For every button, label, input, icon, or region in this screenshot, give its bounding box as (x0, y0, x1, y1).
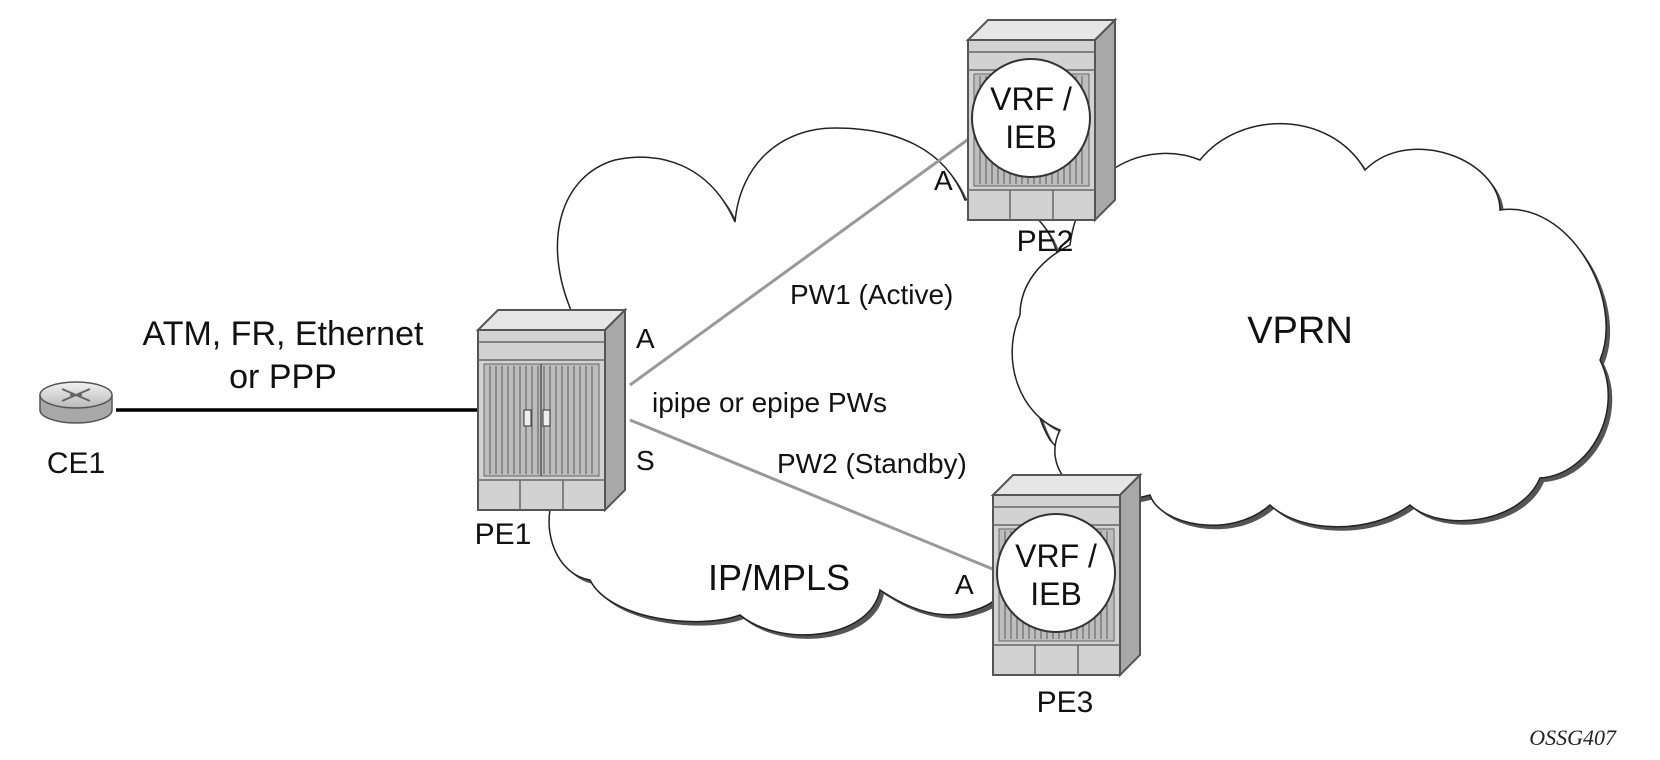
pe2-service-label-line1: VRF / (990, 81, 1072, 117)
pe1-pw1-state: A (636, 323, 655, 354)
pe1-router-icon (475, 307, 628, 513)
pw2-line (629, 418, 996, 572)
pw-type-label: ipipe or epipe PWs (652, 387, 887, 418)
vprn-cloud-label: VPRN (1247, 310, 1353, 352)
pe2-state: A (934, 165, 953, 196)
pw2-label: PW2 (Standby) (777, 448, 967, 479)
figure-id: OSSG407 (1529, 725, 1617, 750)
ce1-router-icon (39, 381, 113, 424)
pe3-label: PE3 (1037, 686, 1094, 719)
pe3-service-label-line2: IEB (1030, 576, 1082, 612)
pe3-service-label-line1: VRF / (1015, 538, 1097, 574)
pe1-label: PE1 (475, 518, 532, 551)
pe2-label: PE2 (1017, 225, 1074, 258)
ip-mpls-cloud-label: IP/MPLS (708, 557, 850, 598)
vprn-cloud (1011, 122, 1613, 531)
pw1-line (629, 136, 971, 387)
access-link-label-line2: or PPP (229, 358, 337, 396)
ip-mpls-cloud (548, 127, 1075, 639)
ce1-label: CE1 (47, 447, 105, 480)
access-link-label-line1: ATM, FR, Ethernet (143, 315, 424, 353)
pw1-label: PW1 (Active) (790, 279, 953, 310)
pe2-router-icon (965, 17, 1118, 223)
pe2-service-label-line2: IEB (1005, 119, 1057, 155)
pe1-pw2-state: S (636, 445, 655, 476)
pe3-router-icon (990, 472, 1143, 678)
pe3-state: A (955, 569, 974, 600)
